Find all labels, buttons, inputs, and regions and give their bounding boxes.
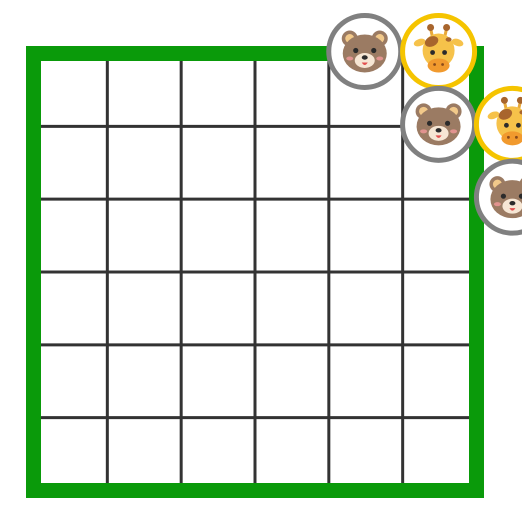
piece-bear[interactable] bbox=[403, 88, 475, 160]
piece-bear[interactable] bbox=[329, 16, 401, 88]
bear-face-icon bbox=[342, 31, 388, 73]
bear-face-icon bbox=[416, 103, 462, 145]
piece-giraffe[interactable] bbox=[403, 16, 475, 88]
